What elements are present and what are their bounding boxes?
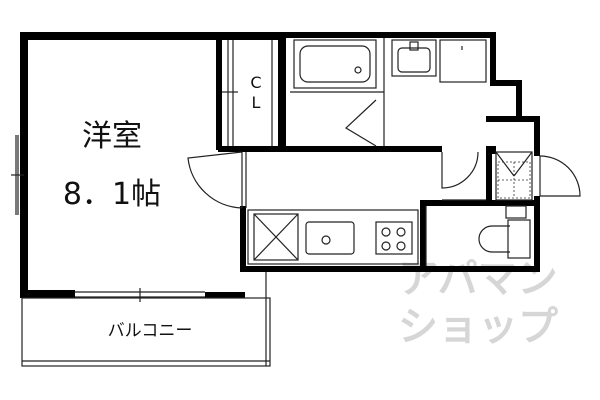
burner-1 xyxy=(381,227,391,237)
wall-step-3 xyxy=(516,80,522,120)
kitchen-sink-drain xyxy=(321,235,331,245)
kitchen-sink xyxy=(305,221,355,255)
shoe-box-cross-2 xyxy=(513,151,533,177)
room-size: 8．1帖 xyxy=(63,177,161,212)
fixtures xyxy=(11,38,581,367)
watermark-line2: ショップ xyxy=(398,304,558,350)
wash-door-swing xyxy=(441,151,479,189)
fridge-space xyxy=(253,213,299,261)
washbasin-tap xyxy=(409,41,419,51)
closet-label-l: L xyxy=(252,93,261,112)
bathtub-drain xyxy=(354,66,362,74)
washbasin-bowl xyxy=(397,47,431,73)
shoe-box-cross-1 xyxy=(495,151,515,177)
wall-toilet-left xyxy=(420,200,426,272)
wall-kitchen-bottom xyxy=(240,266,540,272)
kitchen-counter xyxy=(247,209,419,265)
wall-step-1 xyxy=(490,32,496,84)
wall-top-bath xyxy=(284,32,494,38)
wall-toilet-top xyxy=(420,200,540,206)
toilet-rail xyxy=(505,205,527,219)
genkan-tiles xyxy=(497,161,531,199)
entrance-door-swing xyxy=(539,155,581,197)
wall-right-upper xyxy=(534,116,540,156)
washbasin-counter xyxy=(391,39,437,77)
closet-label-c: C xyxy=(250,73,261,92)
room-door-swing xyxy=(187,151,243,209)
wall-bath-kitchen xyxy=(246,146,442,152)
burner-3 xyxy=(381,241,391,251)
wall-closet-bath xyxy=(278,32,286,152)
balcony-label: バルコニー xyxy=(108,321,193,341)
watermark: アパマン ショップ xyxy=(398,256,558,350)
wall-top-left xyxy=(22,32,284,40)
wall-entrance-side xyxy=(486,146,492,204)
wall-room-bottom-left xyxy=(20,290,75,298)
wall-room-closet xyxy=(216,40,222,150)
burner-4 xyxy=(396,241,406,251)
room-name: 洋室 xyxy=(82,119,142,154)
fridge-cross-2 xyxy=(253,213,299,261)
stove xyxy=(375,221,413,255)
bath-door xyxy=(345,99,377,147)
balcony-outline xyxy=(21,297,271,367)
bathtub-inner xyxy=(299,45,371,83)
wall-room-bottom-right xyxy=(205,292,245,298)
wall-step-2 xyxy=(490,80,520,86)
washer-space xyxy=(439,39,487,83)
shoe-box xyxy=(495,151,533,201)
walls xyxy=(20,32,540,298)
wall-right-lower xyxy=(534,196,540,272)
toilet-tank xyxy=(507,219,531,259)
wall-step-4 xyxy=(486,116,540,122)
wall-kitchen-left xyxy=(240,206,246,272)
burner-2 xyxy=(396,227,406,237)
bathtub-outer xyxy=(293,39,377,89)
wall-left xyxy=(20,32,28,294)
toilet-bowl xyxy=(478,225,510,253)
